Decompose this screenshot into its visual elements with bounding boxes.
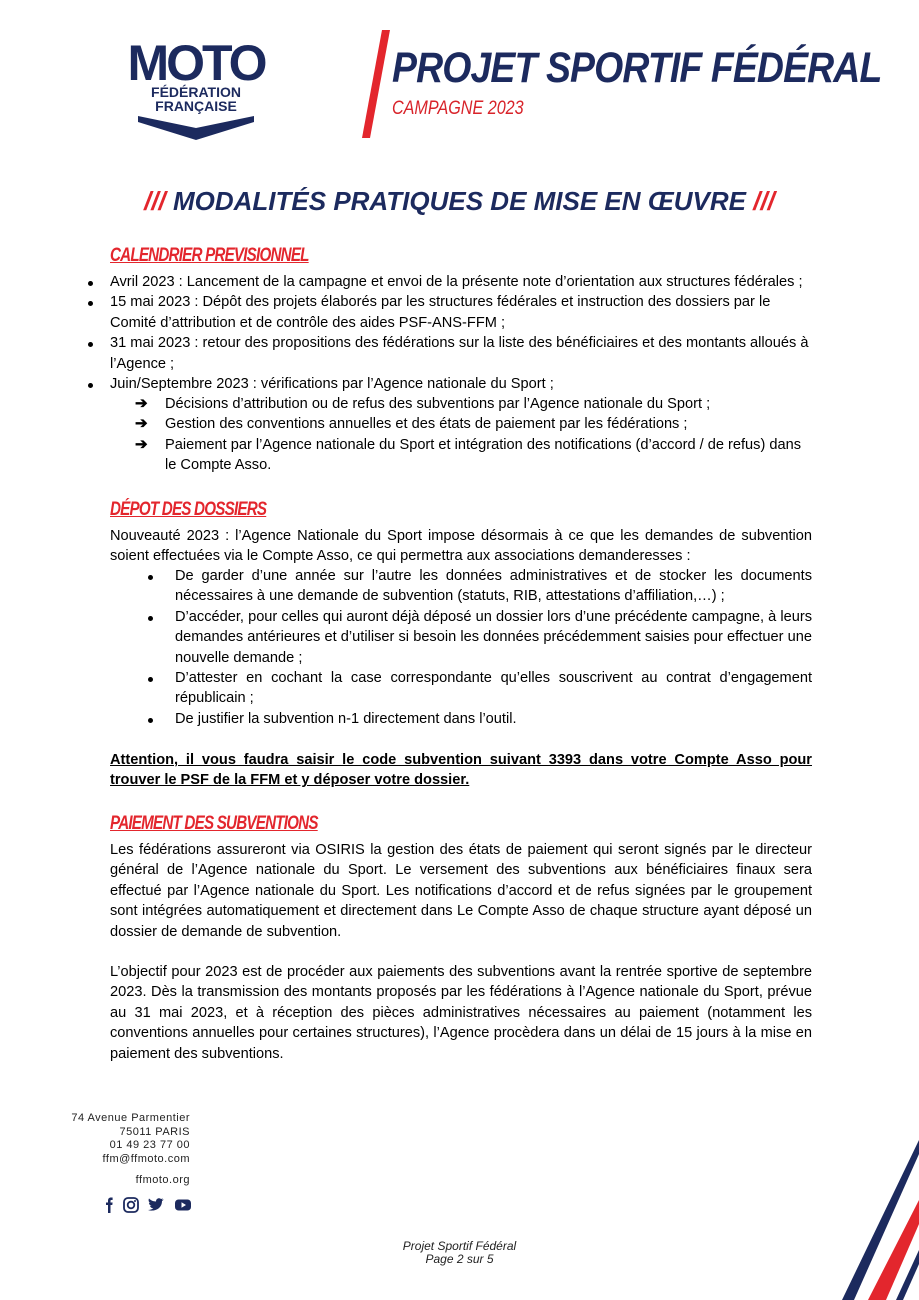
list-item: D’attester en cochant la case correspond…: [148, 668, 812, 709]
payment-paragraph-1: Les fédérations assureront via OSIRIS la…: [110, 842, 812, 940]
page-footer: Projet Sportif Fédéral Page 2 sur 5: [0, 1240, 919, 1266]
decorative-stripes: [842, 1140, 919, 1300]
heading-slashes-left: ///: [144, 186, 166, 216]
logo-word: MOTO: [127, 36, 265, 91]
calendar-list: Avril 2023 : Lancement de la campagne et…: [88, 272, 812, 394]
list-item: De garder d’une année sur l’autre les do…: [148, 566, 812, 607]
social-icons: [106, 1197, 191, 1214]
deposit-list: De garder d’une année sur l’autre les do…: [148, 566, 812, 729]
ffm-logo: MOTO FÉDÉRATION FRANÇAISE: [127, 36, 269, 140]
list-item: 15 mai 2023 : Dépôt des projets élaborés…: [88, 292, 812, 333]
list-item: D’accéder, pour celles qui auront déjà d…: [148, 607, 812, 668]
contact-address: 74 Avenue Parmentier 75011 PARIS 01 49 2…: [71, 1112, 190, 1166]
list-item: 31 mai 2023 : retour des propositions de…: [88, 333, 812, 374]
arrow-icon: ➔: [135, 395, 148, 412]
header-title: PROJET SPORTIF FÉDÉRAL: [392, 44, 882, 92]
arrow-icon: ➔: [135, 415, 148, 433]
page-number: Page 2 sur 5: [425, 1252, 494, 1266]
logo-chevron: [138, 116, 254, 140]
section-title-calendar: CALENDRIER PREVISIONNEL: [110, 245, 309, 266]
deposit-intro: Nouveauté 2023 : l’Agence Nationale du S…: [110, 528, 812, 565]
twitter-icon[interactable]: [148, 1198, 164, 1211]
section-title-deposit: DÉPOT DES DOSSIERS: [110, 499, 267, 520]
section-title-payment: PAIEMENT DES SUBVENTIONS: [110, 813, 319, 834]
list-item: De justifier la subvention n-1 directeme…: [148, 709, 812, 729]
list-item: ➔Paiement par l’Agence nationale du Spor…: [135, 435, 802, 474]
attention-notice: Attention, il vous faudra saisir le code…: [110, 752, 812, 789]
phone: 01 49 23 77 00: [109, 1139, 190, 1151]
youtube-icon[interactable]: [175, 1199, 191, 1211]
header-subtitle: CAMPAGNE 2023: [392, 98, 524, 119]
list-item: ➔Décisions d’attribution ou de refus des…: [135, 394, 812, 414]
calendar-sub-list: ➔Décisions d’attribution ou de refus des…: [135, 394, 812, 476]
address-line-1: 74 Avenue Parmentier: [71, 1112, 190, 1124]
footer-title: Projet Sportif Fédéral: [402, 1239, 517, 1253]
list-item: ➔Gestion des conventions annuelles et de…: [135, 414, 812, 434]
website-link[interactable]: ffmoto.org: [135, 1174, 190, 1186]
logo-line1: FÉDÉRATION: [151, 84, 241, 100]
payment-paragraph-2: L’objectif pour 2023 est de procéder aux…: [110, 964, 812, 1062]
list-item: Avril 2023 : Lancement de la campagne et…: [88, 272, 812, 292]
address-line-2: 75011 PARIS: [119, 1125, 190, 1138]
heading-slashes-right: ///: [753, 186, 775, 216]
logo-line2: FRANÇAISE: [155, 98, 237, 114]
list-item: Juin/Septembre 2023 : vérifications par …: [88, 374, 812, 394]
email-link[interactable]: ffm@ffmoto.com: [102, 1152, 190, 1165]
title-slash-icon: [362, 30, 390, 138]
instagram-icon[interactable]: [123, 1197, 139, 1213]
facebook-icon[interactable]: [106, 1197, 113, 1214]
main-heading: /// MODALITÉS PRATIQUES DE MISE EN ŒUVRE…: [0, 186, 919, 217]
heading-text: MODALITÉS PRATIQUES DE MISE EN ŒUVRE: [165, 186, 754, 216]
arrow-icon: ➔: [135, 435, 148, 453]
